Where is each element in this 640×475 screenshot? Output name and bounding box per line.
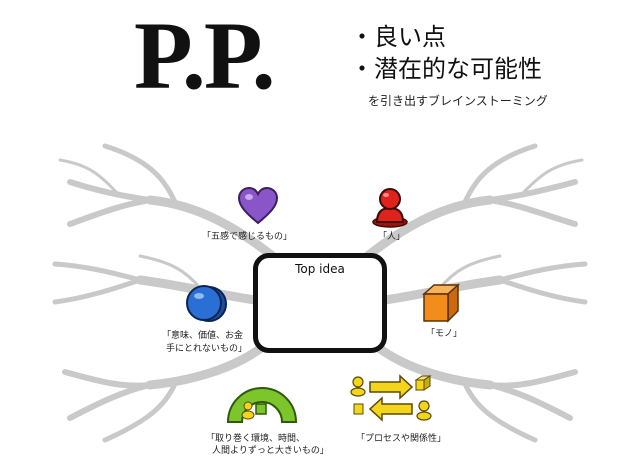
cube-icon bbox=[422, 283, 460, 323]
label-money-line1: 「意味、価値、お金 bbox=[162, 331, 244, 341]
label-people: 「人」 bbox=[378, 232, 406, 242]
label-environment-line2: 人間よりずっと大きいもの」 bbox=[212, 446, 329, 456]
top-idea-box[interactable]: Top idea bbox=[253, 253, 387, 353]
environment-arc-icon bbox=[226, 387, 298, 423]
label-five-senses: 「五感で感じるもの」 bbox=[202, 232, 293, 242]
person-icon bbox=[372, 188, 408, 228]
process-arrows-icon bbox=[350, 374, 432, 422]
bullet-good-points: ・良い点 bbox=[350, 23, 446, 51]
label-environment-line1: 「取り巻く環境、時間、 bbox=[206, 434, 306, 444]
label-things: 「モノ」 bbox=[426, 329, 463, 339]
coin-icon bbox=[186, 285, 227, 322]
heart-icon bbox=[237, 186, 279, 225]
label-money-line2: 手にとれないもの」 bbox=[166, 344, 248, 354]
top-idea-label: Top idea bbox=[295, 262, 345, 276]
subtitle: を引き出すブレインストーミング bbox=[368, 94, 548, 108]
pp-logo: P.P. bbox=[134, 2, 276, 109]
bullet-potential: ・潜在的な可能性 bbox=[350, 55, 542, 83]
label-process: 「プロセスや関係性」 bbox=[356, 434, 447, 444]
